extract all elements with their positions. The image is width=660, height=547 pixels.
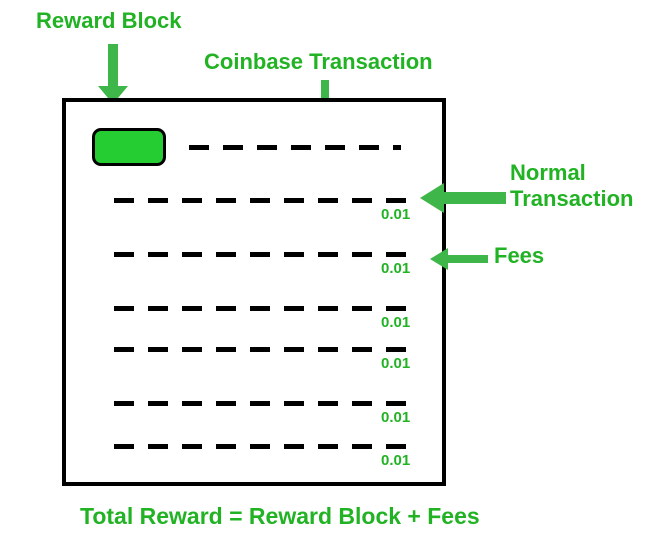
reward-block-label: Reward Block	[36, 8, 182, 33]
total-reward-caption: Total Reward = Reward Block + Fees	[80, 503, 480, 529]
transaction-row	[114, 444, 409, 449]
fees-left-arrow-icon	[430, 248, 488, 270]
reward-block-rect	[92, 128, 166, 166]
coinbase-transaction-row	[189, 145, 401, 150]
normal-transaction-label: Normal Transaction	[510, 160, 633, 213]
fee-value: 0.01	[381, 452, 411, 469]
transaction-row	[114, 347, 409, 352]
reward-block-down-arrow-icon	[98, 44, 128, 104]
fee-value: 0.01	[381, 206, 411, 223]
block-outline: 0.01 0.01 0.01 0.01 0.01 0.01	[62, 98, 446, 486]
transaction-row	[114, 198, 409, 203]
fees-label: Fees	[494, 243, 545, 268]
transaction-row	[114, 401, 409, 406]
fee-value: 0.01	[381, 355, 411, 372]
coinbase-transaction-label: Coinbase Transaction	[204, 49, 433, 74]
normal-transaction-left-arrow-icon	[420, 183, 506, 213]
fee-value: 0.01	[381, 409, 411, 426]
fee-value: 0.01	[381, 260, 411, 277]
normal-transaction-label-line1: Normal	[510, 160, 586, 185]
fee-value: 0.01	[381, 314, 411, 331]
transaction-row	[114, 306, 409, 311]
normal-transaction-label-line2: Transaction	[510, 186, 634, 212]
transaction-row	[114, 252, 409, 257]
